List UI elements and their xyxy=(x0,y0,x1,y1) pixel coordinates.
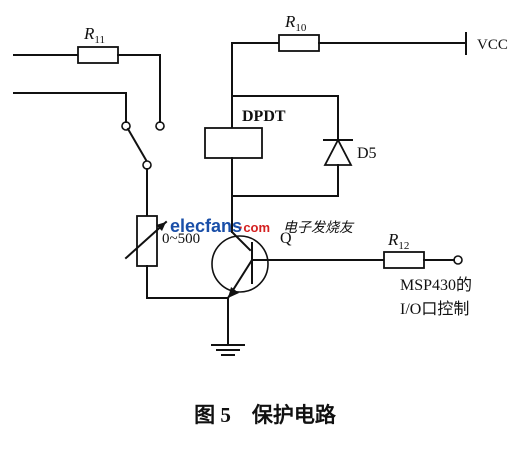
transistor-q xyxy=(211,195,385,300)
resistor-r10 xyxy=(278,34,320,52)
label-io-line1: MSP430的 xyxy=(400,276,472,294)
transistor-emitter-arrow xyxy=(228,287,239,298)
label-pot-range: 0~500 xyxy=(162,231,200,247)
diode-d5 xyxy=(323,138,353,166)
ground xyxy=(211,297,245,356)
transistor-envelope xyxy=(211,235,269,293)
r12-branch xyxy=(383,251,463,269)
label-diode: D5 xyxy=(357,145,377,162)
switch-contact-lower xyxy=(142,160,152,170)
switch-blade xyxy=(126,127,148,162)
vcc-rail xyxy=(231,32,467,97)
resistor-r12 xyxy=(383,251,425,269)
r11-branch xyxy=(13,46,165,131)
label-r10: R10 xyxy=(284,12,307,34)
switch-branch xyxy=(13,92,152,217)
potentiometer xyxy=(124,215,229,299)
figure-caption: 图 5 保护电路 xyxy=(194,403,337,427)
potentiometer-body xyxy=(136,215,158,267)
label-r11: R11 xyxy=(83,24,105,46)
relay-coil-dpdt xyxy=(204,127,263,159)
relay-and-diode xyxy=(204,95,353,197)
switch-contact-upper xyxy=(155,121,165,131)
potentiometer-arrowhead xyxy=(156,222,166,231)
label-r12: R12 xyxy=(387,230,409,252)
watermark-dotcom: ·com xyxy=(239,220,270,235)
watermark: elecfans ·com 电子发烧友 xyxy=(170,216,355,236)
label-transistor: Q xyxy=(280,230,292,247)
switch-contact-common xyxy=(121,121,131,131)
watermark-site: elecfans xyxy=(170,216,242,236)
resistor-r11 xyxy=(77,46,119,64)
label-vcc: VCC xyxy=(477,37,508,53)
watermark-cn: 电子发烧友 xyxy=(283,220,355,236)
io-terminal xyxy=(453,255,463,265)
label-io-line2: I/O口控制 xyxy=(400,300,469,318)
label-relay: DPDT xyxy=(242,108,286,125)
